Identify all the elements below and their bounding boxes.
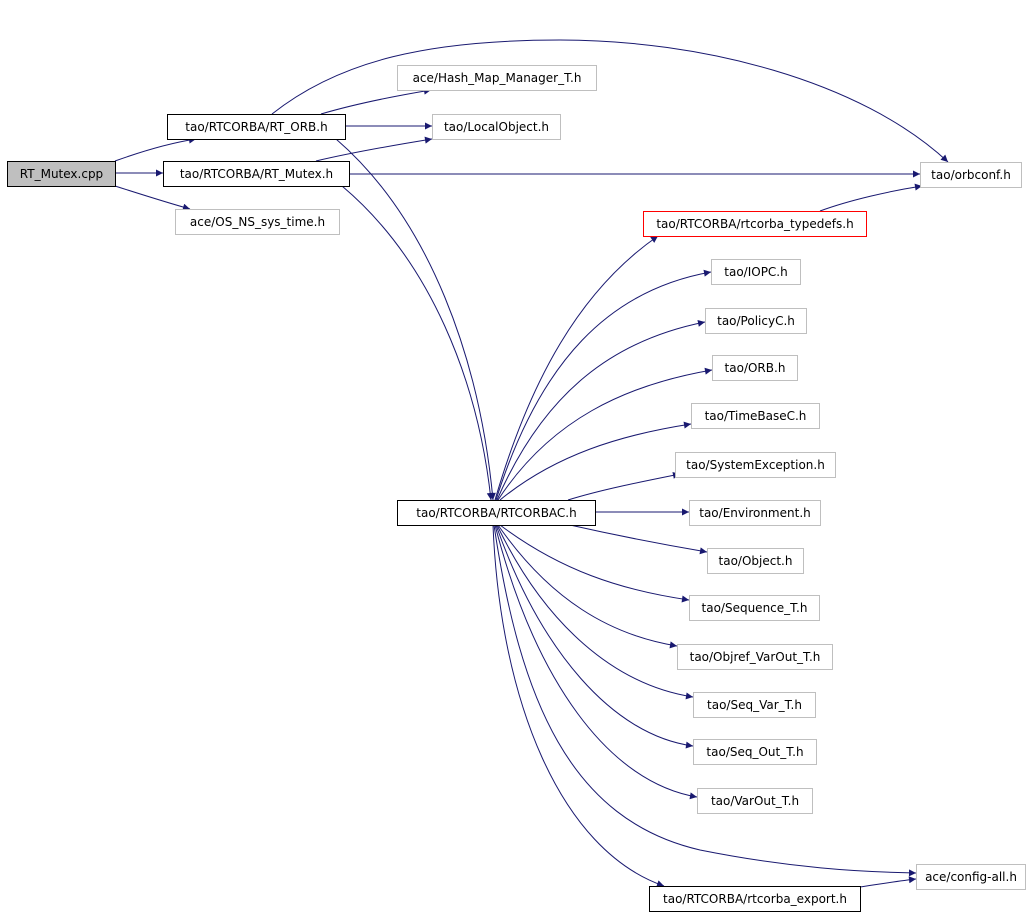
edge-rt-mutex-cpp-to-rt-orb-h: [114, 136, 197, 162]
node-orb-h[interactable]: tao/ORB.h: [712, 355, 798, 381]
node-object-h[interactable]: tao/Object.h: [707, 548, 804, 574]
node-label: tao/RTCORBA/RT_Mutex.h: [180, 167, 333, 181]
node-box: [697, 788, 813, 814]
node-label: tao/Seq_Var_T.h: [707, 698, 802, 712]
node-rt-orb-h[interactable]: tao/RTCORBA/RT_ORB.h: [167, 114, 346, 140]
node-label: ace/OS_NS_sys_time.h: [190, 215, 325, 229]
node-label: tao/RTCORBA/rtcorba_typedefs.h: [656, 217, 853, 231]
node-label: tao/IOPC.h: [724, 265, 787, 279]
node-localobject-h[interactable]: tao/LocalObject.h: [432, 114, 561, 140]
edge-rtcorbac-h-to-policyc-h: [496, 319, 706, 501]
edge-rtcorbac-h-to-systemexception-h: [567, 471, 681, 501]
node-label: tao/RTCORBA/RTCORBAC.h: [416, 506, 576, 520]
node-box: [693, 692, 816, 718]
edge-rtcorbac-h-to-varout-t-h: [494, 524, 698, 800]
edge-rtcorba-typedefs-h-to-orbconf-h: [819, 183, 923, 212]
node-rtcorba-typedefs-h[interactable]: tao/RTCORBA/rtcorba_typedefs.h: [643, 211, 867, 237]
node-box: [677, 644, 833, 670]
edge-rtcorbac-h-to-seq-var-t-h: [496, 524, 694, 700]
edge-rtcorbac-h-to-iopc-h: [495, 269, 712, 501]
edge-rtcorbac-h-to-object-h: [569, 524, 708, 555]
node-box: [643, 211, 867, 237]
edge-rt-orb-h-to-rtcorbac-h: [335, 138, 496, 501]
node-box: [691, 403, 820, 429]
edge-rtcorbac-h-to-timebasec-h: [499, 421, 692, 501]
node-label: RT_Mutex.cpp: [20, 167, 103, 181]
node-box: [163, 161, 350, 187]
node-config-all-h[interactable]: ace/config-all.h: [916, 864, 1026, 890]
file-nodes: RT_Mutex.cpp tao/RTCORBA/RT_ORB.h tao/RTCO…: [7, 65, 1026, 912]
node-box: [712, 355, 798, 381]
edge-rtcorbac-h-to-objref-varout-t-h: [497, 524, 678, 649]
node-label: tao/LocalObject.h: [444, 120, 549, 134]
node-hash-map-manager-h[interactable]: ace/Hash_Map_Manager_T.h: [397, 65, 597, 91]
node-box: [432, 114, 561, 140]
node-box: [705, 308, 807, 334]
edge-rtcorbac-h-to-orb-h: [497, 367, 713, 501]
node-label: tao/Seq_Out_T.h: [706, 745, 803, 759]
node-environment-h[interactable]: tao/Environment.h: [689, 500, 821, 526]
node-systemexception-h[interactable]: tao/SystemException.h: [675, 452, 836, 478]
dependency-edges: [114, 39, 949, 888]
node-box: [693, 739, 817, 765]
node-rtcorba-export-h[interactable]: tao/RTCORBA/rtcorba_export.h: [649, 886, 861, 912]
node-seq-var-t-h[interactable]: tao/Seq_Var_T.h: [693, 692, 816, 718]
node-box: [649, 886, 861, 912]
node-seq-out-t-h[interactable]: tao/Seq_Out_T.h: [693, 739, 817, 765]
edge-rtcorbac-h-to-rtcorba-typedefs-h: [494, 235, 659, 501]
node-box: [397, 500, 596, 526]
node-rt-mutex-cpp[interactable]: RT_Mutex.cpp: [7, 161, 116, 187]
node-box: [707, 548, 804, 574]
node-box: [689, 595, 820, 621]
node-box: [175, 209, 340, 235]
node-label: tao/VarOut_T.h: [711, 794, 799, 808]
node-label: tao/RTCORBA/rtcorba_export.h: [663, 892, 847, 906]
node-orbconf-h[interactable]: tao/orbconf.h: [920, 162, 1022, 188]
node-box: [675, 452, 836, 478]
node-sequence-t-h[interactable]: tao/Sequence_T.h: [689, 595, 820, 621]
node-label: ace/Hash_Map_Manager_T.h: [413, 71, 582, 85]
node-label: tao/PolicyC.h: [717, 314, 795, 328]
node-box: [920, 162, 1022, 188]
node-box: [167, 114, 346, 140]
edge-rtcorbac-h-to-sequence-t-h: [499, 524, 690, 603]
node-label: tao/Sequence_T.h: [702, 601, 808, 615]
edge-rtcorbac-h-to-config-all-h: [493, 524, 917, 877]
edge-rt-orb-h-to-orbconf-h: [271, 39, 949, 163]
node-varout-t-h[interactable]: tao/VarOut_T.h: [697, 788, 813, 814]
node-label: tao/Objref_VarOut_T.h: [690, 650, 821, 664]
node-box: [711, 259, 801, 285]
node-label: tao/Object.h: [719, 554, 793, 568]
node-rtcorbac-h[interactable]: tao/RTCORBA/RTCORBAC.h: [397, 500, 596, 526]
node-timebasec-h[interactable]: tao/TimeBaseC.h: [691, 403, 820, 429]
edge-rt-mutex-h-to-rtcorbac-h: [341, 185, 494, 501]
node-box: [397, 65, 597, 91]
node-iopc-h[interactable]: tao/IOPC.h: [711, 259, 801, 285]
node-label: tao/Environment.h: [699, 506, 811, 520]
node-os-ns-sys-time-h[interactable]: ace/OS_NS_sys_time.h: [175, 209, 340, 235]
node-label: tao/orbconf.h: [931, 168, 1011, 182]
node-rt-mutex-h[interactable]: tao/RTCORBA/RT_Mutex.h: [163, 161, 350, 187]
node-label: tao/TimeBaseC.h: [705, 409, 807, 423]
node-label: tao/ORB.h: [725, 361, 786, 375]
edge-rt-orb-h-to-hash-map-manager-h: [320, 87, 432, 115]
edge-rtcorba-export-h-to-config-all-h: [859, 876, 917, 888]
node-label: tao/SystemException.h: [686, 458, 825, 472]
node-objref-varout-t-h[interactable]: tao/Objref_VarOut_T.h: [677, 644, 833, 670]
node-box: [916, 864, 1026, 890]
node-label: ace/config-all.h: [925, 870, 1017, 884]
edge-rtcorbac-h-to-seq-out-t-h: [495, 524, 694, 749]
node-policyc-h[interactable]: tao/PolicyC.h: [705, 308, 807, 334]
edge-rtcorbac-h-to-rtcorba-export-h: [492, 524, 665, 888]
node-box: [7, 161, 116, 187]
node-label: tao/RTCORBA/RT_ORB.h: [185, 120, 327, 134]
edge-rt-mutex-cpp-to-os-ns-sys-time-h: [114, 185, 191, 211]
node-box: [689, 500, 821, 526]
edge-rt-mutex-h-to-localobject-h: [315, 136, 433, 162]
